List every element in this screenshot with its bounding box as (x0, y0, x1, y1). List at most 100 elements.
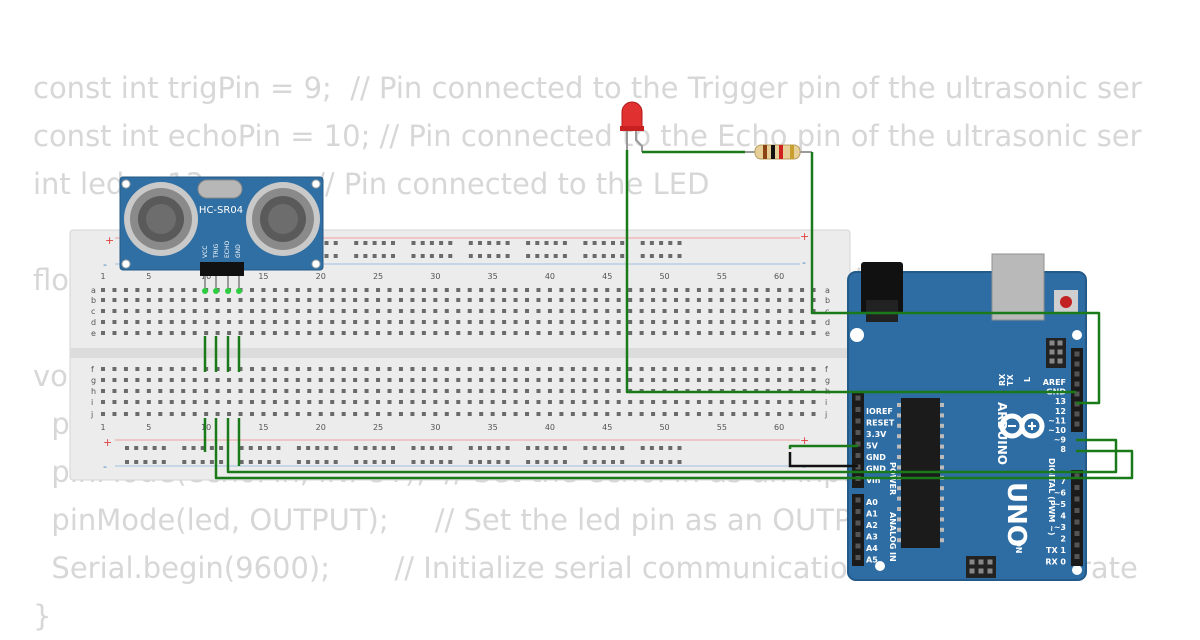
breadboard-hole (456, 389, 461, 393)
breadboard-hole (788, 298, 793, 302)
breadboard-hole (719, 320, 724, 324)
chip-leg (897, 455, 901, 459)
sensor-mount-hole-4 (311, 259, 321, 269)
led-l-label: L (1023, 377, 1032, 382)
breadboard-hole (284, 288, 289, 292)
breadboard-hole (525, 389, 530, 393)
breadboard-hole (639, 412, 644, 416)
breadboard-hole (535, 446, 540, 450)
breadboard-hole (525, 331, 530, 335)
breadboard-hole (112, 309, 117, 313)
breadboard-hole (811, 400, 816, 404)
breadboard-hole (248, 460, 253, 464)
analog-header (852, 494, 864, 566)
breadboard-hole (125, 460, 129, 464)
mount-hole-top-right (1072, 330, 1082, 340)
breadboard-hole (123, 412, 128, 416)
breadboard-hole (112, 400, 117, 404)
breadboard-hole (181, 378, 186, 382)
breadboard-hole (421, 367, 426, 371)
reset-button[interactable] (1060, 296, 1072, 308)
breadboard-hole (731, 320, 736, 324)
breadboard-hole (487, 446, 492, 450)
breadboard-hole (468, 254, 473, 258)
breadboard-hole (788, 412, 793, 416)
power-pin-label: RESET (866, 419, 895, 428)
breadboard-hole (318, 367, 323, 371)
breadboard-hole (444, 298, 449, 302)
breadboard-hole (307, 298, 312, 302)
breadboard-hole (158, 400, 163, 404)
breadboard-hole (468, 241, 473, 245)
breadboard-hole (420, 241, 425, 245)
breadboard-hole (315, 446, 320, 450)
header-hole (855, 555, 861, 560)
breadboard-hole (765, 331, 770, 335)
digital-pin-label: ~6 (1054, 489, 1067, 498)
breadboard-hole (204, 400, 209, 404)
breadboard-hole (811, 309, 816, 313)
breadboard-hole (429, 460, 434, 464)
breadboard-hole (479, 331, 484, 335)
breadboard-hole (333, 241, 338, 245)
breadboard-hole (765, 412, 770, 416)
breadboard-hole (421, 309, 426, 313)
breadboard-hole (284, 400, 289, 404)
breadboard-hole (444, 400, 449, 404)
breadboard-hole (169, 400, 174, 404)
breadboard-hole (261, 378, 266, 382)
arduino-uno: ARDUINO UNO DIGITAL (PWM ~) POWER ANALOG… (847, 253, 1087, 581)
breadboard-hole (372, 446, 377, 450)
breadboard-hole (582, 298, 587, 302)
breadboard-hole (605, 400, 610, 404)
breadboard-hole (161, 446, 166, 450)
breadboard-hole (410, 412, 415, 416)
breadboard-hole (261, 309, 266, 313)
breadboard-hole (353, 320, 358, 324)
digital-pin-label: 4 (1060, 512, 1066, 521)
breadboard-hole (731, 400, 736, 404)
breadboard-hole (169, 378, 174, 382)
chip-leg (940, 507, 944, 511)
breadboard-hole (570, 298, 575, 302)
breadboard-hole (674, 331, 678, 335)
breadboard-hole (410, 400, 415, 404)
breadboard-hole (363, 446, 368, 450)
breadboard-hole (249, 367, 254, 371)
breadboard-hole (536, 412, 541, 416)
breadboard-hole (261, 331, 266, 335)
breadboard-hole (296, 446, 301, 450)
breadboard-column-number: 5 (146, 272, 151, 281)
breadboard-hole (341, 331, 346, 335)
breadboard-hole (307, 389, 312, 393)
breadboard-hole (204, 389, 209, 393)
header-hole (1074, 554, 1080, 559)
breadboard-hole (490, 320, 495, 324)
breadboard-hole (525, 298, 530, 302)
breadboard-hole (410, 320, 415, 324)
breadboard-hole (708, 298, 713, 302)
breadboard-hole (284, 378, 289, 382)
breadboard-hole (502, 389, 507, 393)
breadboard-hole (662, 288, 667, 292)
breadboard-hole (169, 331, 174, 335)
wire-resistor-to-pin13 (810, 152, 1101, 405)
breadboard-hole (267, 446, 272, 450)
breadboard-hole (238, 378, 243, 382)
breadboard-hole (649, 460, 654, 464)
breadboard-hole (192, 288, 197, 292)
header-hole (855, 543, 861, 549)
analog-pin-label: A0 (866, 498, 878, 507)
breadboard-hole (536, 288, 541, 292)
breadboard-hole (439, 460, 444, 464)
chip-leg (897, 507, 901, 511)
breadboard-hole (363, 254, 368, 258)
breadboard-hole (354, 446, 359, 450)
breadboard-hole (381, 446, 386, 450)
breadboard-hole (685, 400, 690, 404)
breadboard-hole (284, 331, 289, 335)
breadboard-hole (605, 331, 610, 335)
breadboard-hole (662, 298, 667, 302)
breadboard-hole (123, 367, 128, 371)
breadboard-hole (295, 309, 300, 313)
